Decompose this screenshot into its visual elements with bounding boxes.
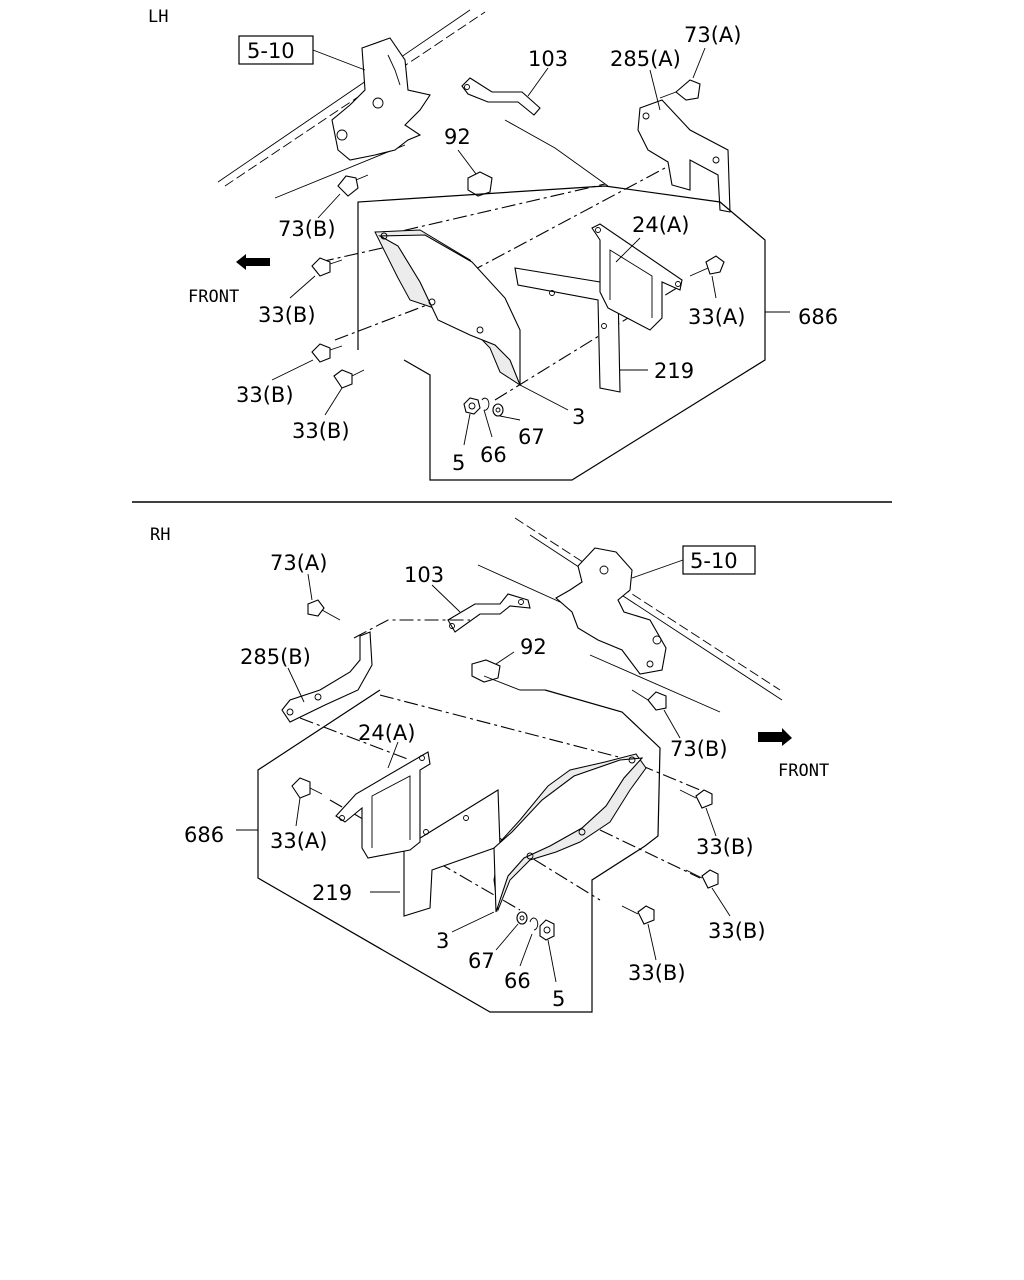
lh-splash-guard (374, 229, 521, 386)
lh-bracket-24a (591, 223, 683, 331)
lh-label-67: 67 (518, 425, 545, 449)
lh-label-73b: 73(B) (278, 217, 336, 241)
rh-section-header: RH (150, 525, 170, 545)
rh-label-285b: 285(B) (240, 645, 311, 669)
rh-clip-92 (471, 659, 501, 683)
lh-label-66: 66 (480, 443, 507, 467)
rh-label-67: 67 (468, 949, 495, 973)
rh-bolt-33b-1 (679, 789, 713, 809)
lh-hinge-bracket (331, 37, 431, 161)
rh-plate-219 (403, 789, 501, 917)
lh-label-686: 686 (798, 305, 838, 329)
lh-label-33a: 33(A) (688, 305, 745, 329)
lh-label-33b-1: 33(B) (258, 303, 316, 327)
rh-label-33b-1: 33(B) (696, 835, 754, 859)
lh-washer-66 (481, 397, 490, 411)
rh-front-label: FRONT (778, 761, 829, 781)
lh-bolt-33b-2 (311, 343, 343, 363)
rh-front-arrow-icon (758, 728, 792, 746)
lh-label-33b-2: 33(B) (236, 383, 294, 407)
rh-assembly-outline-686 (257, 689, 661, 1013)
lh-part-103-stay (461, 77, 541, 116)
rh-label-103: 103 (404, 563, 444, 587)
rh-nut-5 (539, 919, 555, 941)
lh-body-outline (217, 9, 486, 199)
lh-label-24a: 24(A) (632, 213, 689, 237)
rh-part-103-stay (447, 593, 531, 633)
lh-label-103: 103 (528, 47, 568, 71)
lh-label-285a: 285(A) (610, 47, 681, 71)
rh-bolt-73b (631, 689, 667, 711)
rh-label-73b: 73(B) (670, 737, 728, 761)
lh-bolt-33a (689, 255, 725, 277)
rh-label-33a: 33(A) (270, 829, 327, 853)
rh-part-285b-bracket (281, 631, 373, 723)
rh-label-73a: 73(A) (270, 551, 327, 575)
rh-section: RH 5-10 (150, 517, 829, 1013)
rh-label-219: 219 (312, 881, 352, 905)
lh-label-92: 92 (444, 125, 471, 149)
lh-clip-92 (467, 171, 493, 197)
lh-nut-5 (463, 397, 481, 415)
lh-bolt-73b (337, 174, 369, 197)
lh-label-3: 3 (572, 405, 585, 429)
lh-ref-box-label: 5-10 (247, 39, 295, 63)
rh-bolt-33b-3 (621, 905, 655, 925)
rh-label-33b-3: 33(B) (628, 961, 686, 985)
lh-section-header: LH (148, 7, 168, 27)
rh-label-33b-2: 33(B) (708, 919, 766, 943)
rh-splash-guard (493, 753, 647, 913)
rh-ref-box-label: 5-10 (690, 549, 738, 573)
lh-front-arrow-icon (236, 254, 270, 270)
lh-washer-67 (492, 403, 504, 417)
lh-bolt-33b-3 (333, 369, 365, 389)
rh-label-686: 686 (184, 823, 224, 847)
lh-label-33b-3: 33(B) (292, 419, 350, 443)
rh-label-3: 3 (436, 929, 449, 953)
rh-bolt-33b-2 (685, 869, 719, 889)
rh-bolt-73a (307, 599, 341, 621)
lh-label-219: 219 (654, 359, 694, 383)
lh-bolt-73a (659, 79, 701, 101)
lh-bolt-33b-1 (311, 257, 343, 277)
rh-label-24a: 24(A) (358, 721, 415, 745)
rh-bracket-24a (335, 751, 431, 859)
rh-label-5: 5 (552, 987, 565, 1011)
lh-front-label: FRONT (188, 287, 239, 307)
lh-part-285a-bracket (637, 99, 731, 213)
rh-hinge-bracket (555, 547, 667, 675)
rh-bolt-33a (291, 777, 323, 799)
lh-assembly-outline-686 (357, 185, 766, 481)
lh-section: LH 5-10 (148, 7, 838, 481)
rh-washer-66 (529, 917, 539, 931)
rh-label-66: 66 (504, 969, 531, 993)
lh-label-5: 5 (452, 451, 465, 475)
lh-label-73a: 73(A) (684, 23, 741, 47)
rh-washer-67 (516, 911, 528, 925)
rh-label-92: 92 (520, 635, 547, 659)
